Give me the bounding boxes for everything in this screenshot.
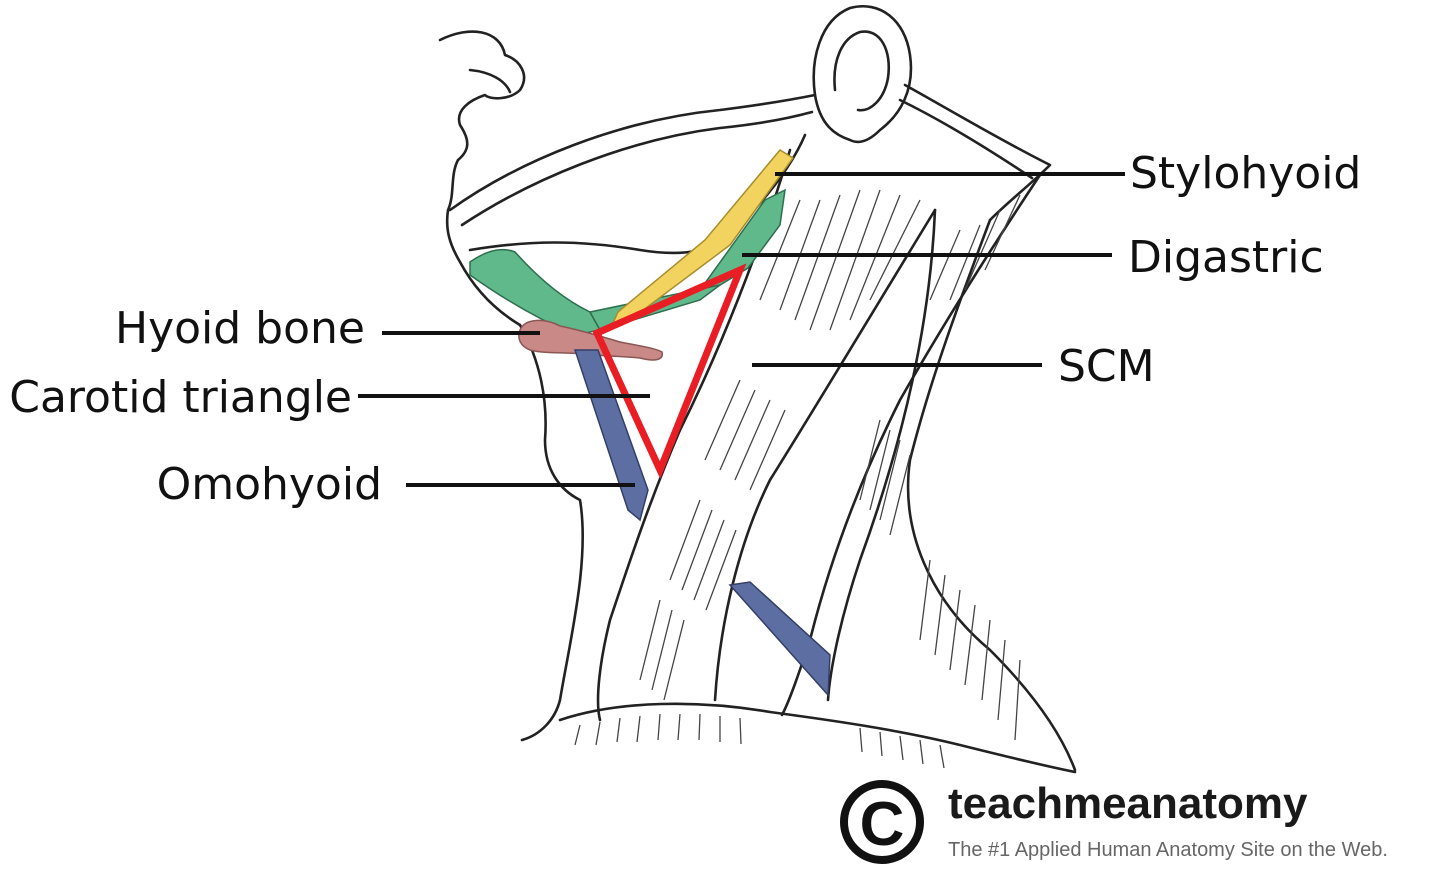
- clavicle-contour: [558, 702, 1077, 774]
- posterior-neck-cut-inner: [898, 98, 1034, 180]
- omohyoid-label: Omohyoid: [157, 459, 382, 510]
- stylohyoid-label: Stylohyoid: [1130, 148, 1361, 199]
- posterior-neck-cut-edge: [903, 83, 1052, 222]
- scm-hatching: [574, 189, 1021, 769]
- scm-label: SCM: [1058, 341, 1155, 392]
- digastric-anterior-belly: [469, 248, 602, 336]
- copyright-symbol: C: [860, 790, 905, 859]
- teachmeanatomy-logo: C teachmeanatomy The #1 Applied Human An…: [840, 779, 1388, 864]
- digastric-label: Digastric: [1128, 232, 1324, 283]
- hyoid-bone-label: Hyoid bone: [115, 303, 365, 354]
- jaw-cut-edge-outer: [448, 93, 817, 212]
- scm-sternal-head-border: [713, 208, 937, 702]
- ear-outline: [812, 5, 913, 144]
- mandible-lower-border: [468, 133, 807, 255]
- omohyoid-inferior-belly: [728, 581, 831, 697]
- posterior-neck-contour: [906, 218, 1077, 772]
- ear-inner-outline: [833, 30, 891, 112]
- hyoid-bone-shape: [518, 319, 663, 361]
- carotid-triangle-label: Carotid triangle: [9, 372, 352, 423]
- logo-brand-name: teachmeanatomy: [948, 779, 1308, 828]
- face-profile-outline: [438, 30, 526, 327]
- carotid-triangle-outline: [592, 263, 747, 479]
- lip-outline: [468, 68, 512, 94]
- scm-clavicular-head-border: [826, 208, 937, 702]
- jaw-cut-edge-inner: [460, 110, 814, 227]
- logo-tagline: The #1 Applied Human Anatomy Site on the…: [948, 839, 1388, 861]
- head-neck-outline: [438, 5, 1077, 774]
- scm-anterior-border: [596, 148, 792, 722]
- anterior-neck-contour: [518, 323, 585, 742]
- copyright-circle-icon: [840, 780, 924, 864]
- omohyoid-superior-belly: [573, 349, 649, 522]
